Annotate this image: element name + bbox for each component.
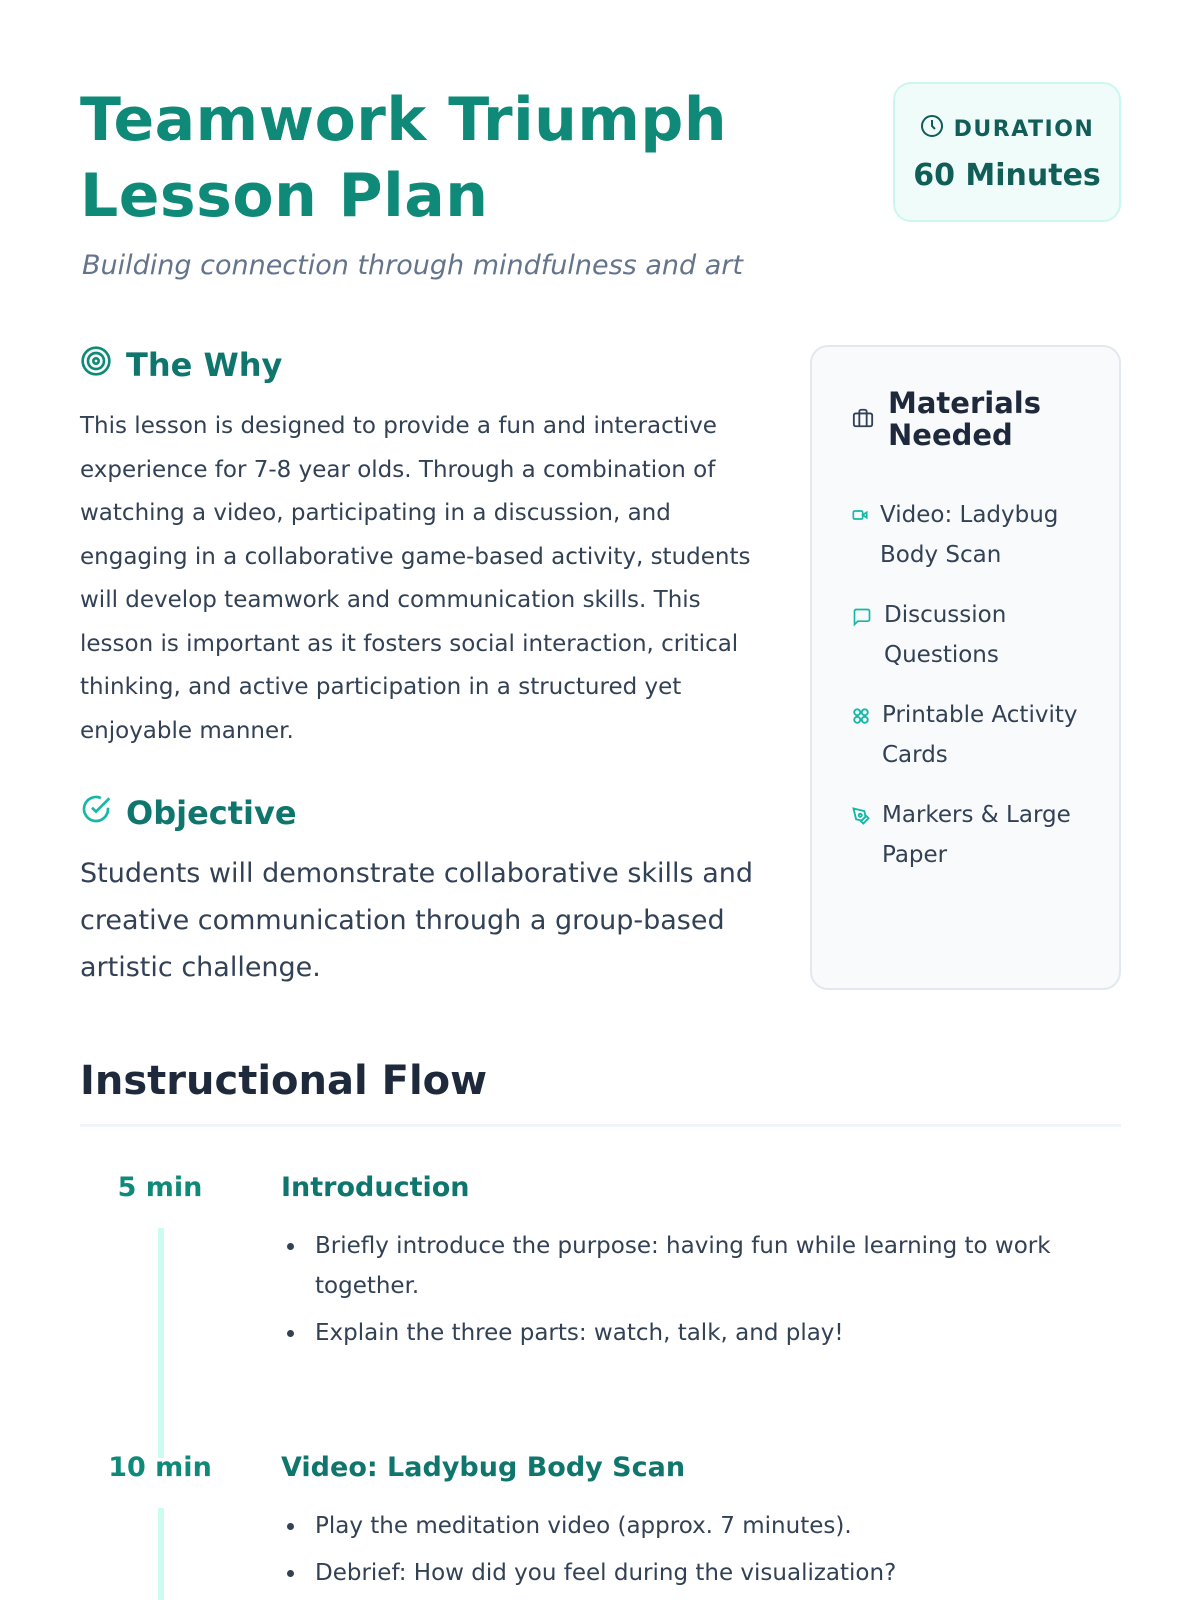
material-item: Markers & Large Paper [852, 795, 1089, 875]
material-label: Markers & Large Paper [882, 802, 1071, 868]
video-icon [852, 495, 868, 575]
duration-label: DURATION [953, 116, 1095, 142]
list-item: Play the meditation video (approx. 7 min… [281, 1506, 1101, 1546]
step-bullets: Briefly introduce the purpose: having fu… [281, 1226, 1101, 1360]
material-label: Video: Ladybug Body Scan [880, 502, 1059, 568]
duration-badge: DURATION 60 Minutes [893, 82, 1121, 222]
materials-card: Materials Needed Video: Ladybug Body Sca… [810, 345, 1121, 990]
material-label: Discussion Questions [884, 602, 1007, 668]
flow-heading: Instructional Flow [80, 1058, 488, 1104]
timeline-line [158, 1508, 164, 1600]
target-icon [80, 345, 112, 385]
step-title: Video: Ladybug Body Scan [281, 1452, 686, 1483]
list-item: Briefly introduce the purpose: having fu… [281, 1226, 1101, 1306]
step-title: Introduction [281, 1172, 470, 1203]
materials-heading-text: Materials Needed [888, 386, 1041, 452]
page-title: Teamwork Triumph Lesson Plan [80, 85, 728, 231]
grid-icon [852, 695, 870, 775]
material-item: Printable Activity Cards [852, 695, 1089, 775]
step-time: 5 min [117, 1172, 203, 1203]
divider [80, 1124, 1121, 1127]
objective-heading-text: Objective [126, 794, 297, 832]
materials-heading: Materials Needed [852, 387, 1089, 451]
list-item: Debrief: How did you feel during the vis… [281, 1553, 1101, 1593]
material-label: Printable Activity Cards [882, 702, 1078, 768]
chat-icon [852, 595, 872, 675]
objective-heading: Objective [80, 793, 297, 833]
briefcase-icon [852, 403, 874, 435]
clock-icon [920, 114, 944, 144]
pen-icon [852, 795, 870, 875]
page-subtitle: Building connection through mindfulness … [82, 250, 743, 281]
objective-text: Students will demonstrate collaborative … [80, 858, 753, 983]
why-text: This lesson is designed to provide a fun… [80, 413, 751, 744]
duration-value: 60 Minutes [913, 158, 1101, 193]
step-bullets: Play the meditation video (approx. 7 min… [281, 1506, 1101, 1600]
why-heading: The Why [80, 345, 282, 385]
timeline-line [158, 1228, 164, 1458]
check-circle-icon [80, 793, 112, 833]
why-heading-text: The Why [126, 346, 283, 384]
material-item: Video: Ladybug Body Scan [852, 495, 1089, 575]
step-time: 10 min [108, 1452, 212, 1483]
material-item: Discussion Questions [852, 595, 1089, 675]
list-item: Explain the three parts: watch, talk, an… [281, 1313, 1101, 1353]
